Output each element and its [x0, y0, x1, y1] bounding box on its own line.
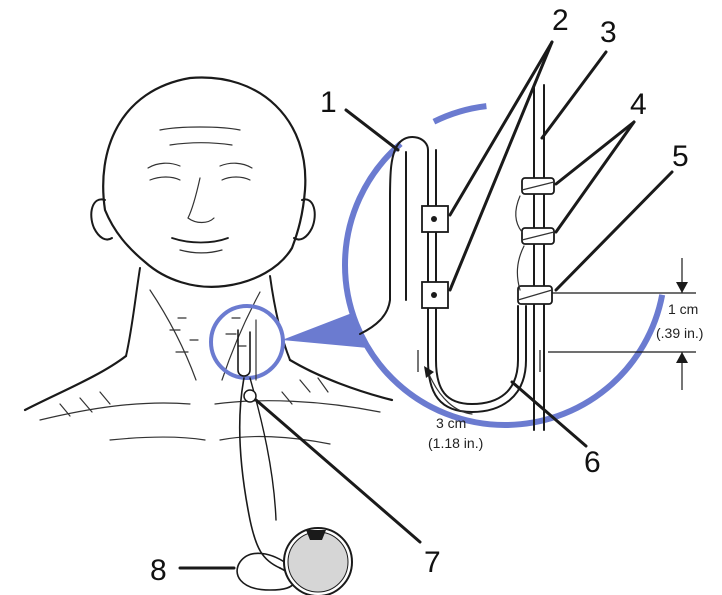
- loop-imperial-label: (1.18 in.): [428, 435, 483, 451]
- spacing-imperial-label: (.39 in.): [656, 325, 703, 341]
- patient-head-figure: [25, 77, 392, 444]
- callout-4: 4: [630, 88, 647, 121]
- pulse-generator: [284, 528, 352, 595]
- anchor-tether: [244, 390, 256, 402]
- strain-relief-bend: [400, 137, 526, 412]
- spacing-metric-label: 1 cm: [668, 301, 698, 317]
- callout-6: 6: [584, 446, 601, 479]
- callout-5: 5: [672, 140, 689, 173]
- callout-7: 7: [424, 546, 441, 579]
- lead-wire: [240, 378, 280, 568]
- callout-1: 1: [320, 86, 337, 119]
- callout-8: 8: [150, 554, 167, 587]
- helical-electrodes: [522, 178, 554, 244]
- anchor-helix: [518, 286, 552, 304]
- callout-3: 3: [600, 16, 617, 49]
- lead-body: [360, 142, 400, 334]
- loop-metric-label: 3 cm: [436, 415, 466, 431]
- callout-2: 2: [552, 4, 569, 37]
